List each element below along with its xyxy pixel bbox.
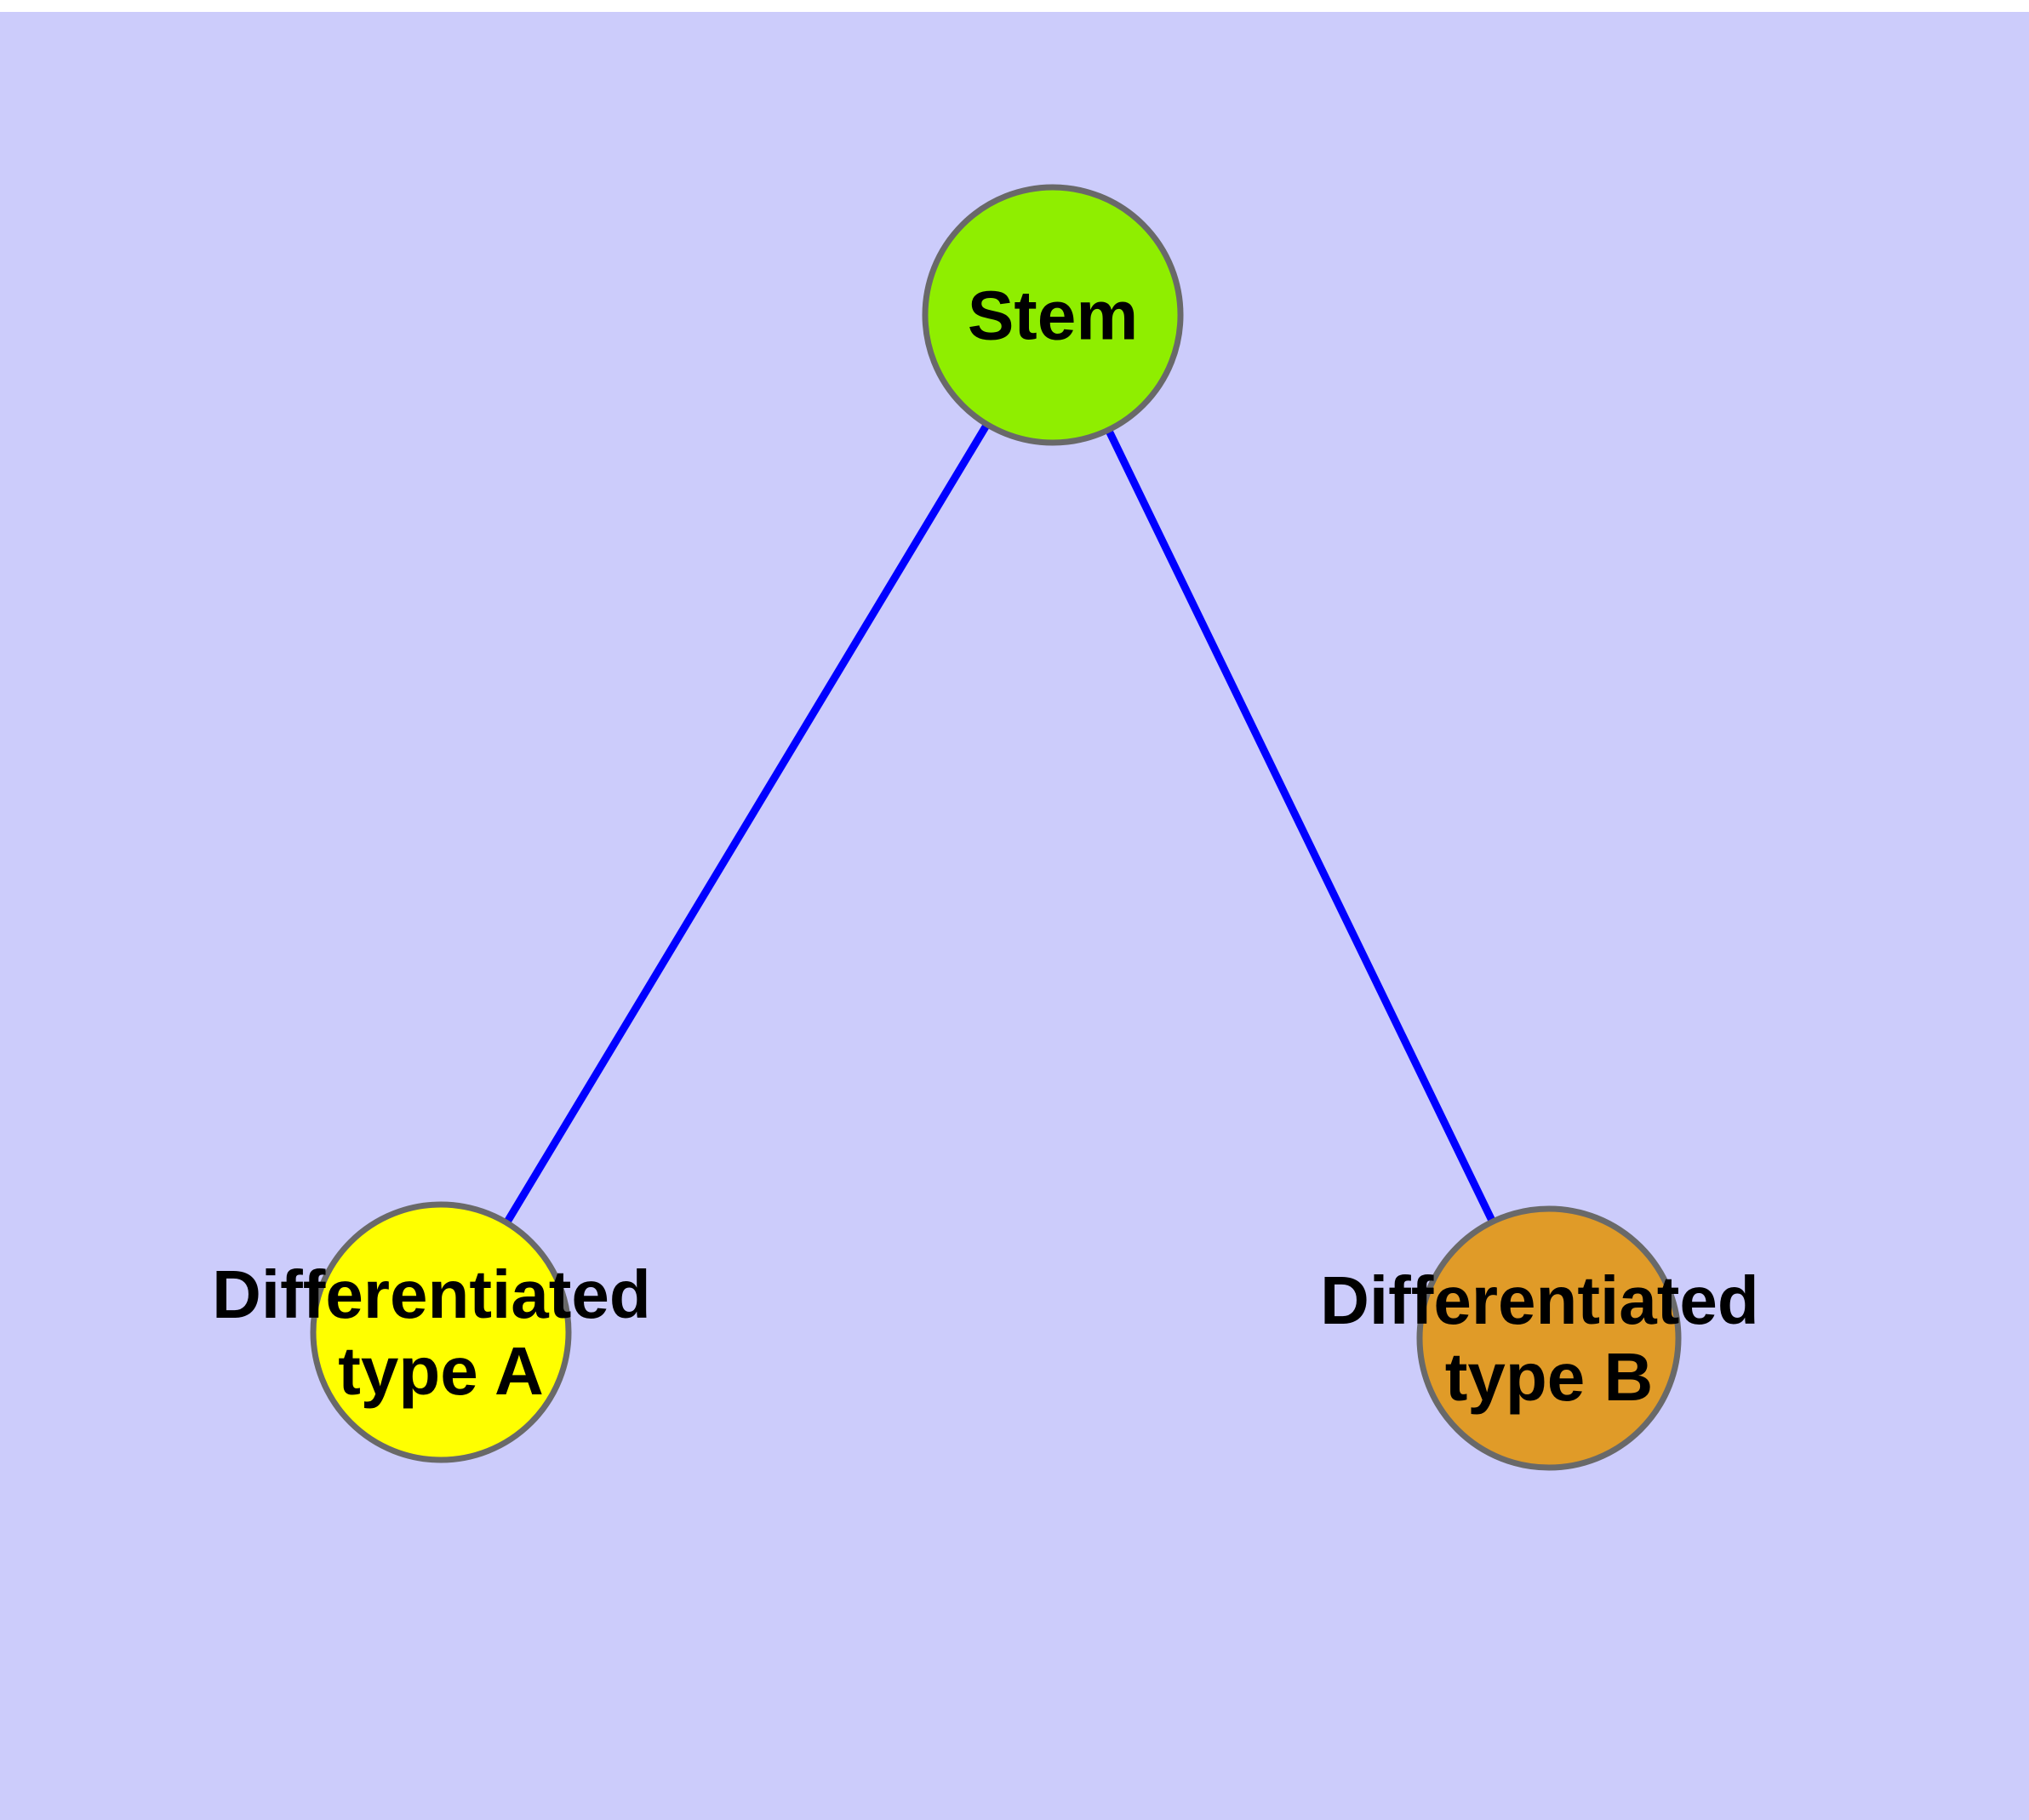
node-differentiated-type-a-label: Differentiated type A — [212, 1256, 670, 1409]
node-differentiated-type-a-circle[interactable] — [310, 1201, 572, 1463]
nodes-layer — [310, 184, 1682, 1471]
labels-layer: Stem Differentiated type A Differentiate… — [212, 278, 1778, 1415]
node-stem-label-line-1: Stem — [968, 278, 1139, 355]
node-differentiated-type-b-label: Differentiated type B — [1320, 1262, 1778, 1415]
node-differentiated-type-b[interactable] — [1416, 1205, 1682, 1471]
node-stem-label: Stem — [968, 278, 1139, 355]
edge-stem-to-differentiated-type-a[interactable] — [437, 312, 1056, 1335]
node-differentiated-type-b-label-line-1: Differentiated — [1320, 1262, 1759, 1338]
node-differentiated-type-b-circle[interactable] — [1416, 1205, 1682, 1471]
node-differentiated-type-a[interactable] — [310, 1201, 572, 1463]
node-differentiated-type-a-label-line-1: Differentiated — [212, 1256, 651, 1332]
node-stem[interactable] — [922, 184, 1184, 446]
node-differentiated-type-a-label-line-2: type A — [338, 1333, 544, 1409]
edges-layer — [437, 312, 1553, 1340]
node-stem-circle[interactable] — [922, 184, 1184, 446]
node-differentiated-type-b-label-line-2: type B — [1445, 1339, 1654, 1415]
edge-stem-to-differentiated-type-b[interactable] — [1049, 313, 1553, 1340]
